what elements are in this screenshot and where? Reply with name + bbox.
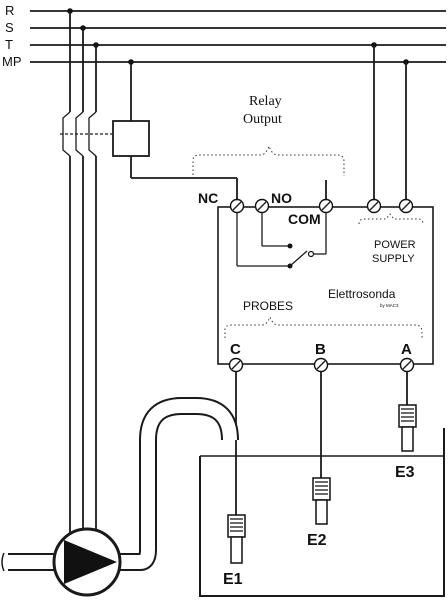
electrode-e2: E2 <box>307 477 331 549</box>
top-terminals: NC NO COM <box>198 190 414 227</box>
probes-text: PROBES <box>243 299 293 313</box>
electrode-label-e3: E3 <box>395 464 415 481</box>
relay-output-label: Relay Output <box>192 94 345 176</box>
terminal-power-1 <box>366 198 382 214</box>
probe-terminal-label-a: A <box>401 341 412 358</box>
terminal-no <box>254 198 270 214</box>
line-label-mp: MP <box>2 54 22 69</box>
line-label-t: T <box>5 37 13 52</box>
power-supply-label: POWER SUPPLY <box>358 213 424 265</box>
discharge-pipe <box>120 397 239 571</box>
motor-feed <box>60 11 112 541</box>
terminal-label-nc: NC <box>198 190 218 206</box>
power-supply-line2: SUPPLY <box>372 253 415 265</box>
relay-output-line2: Output <box>243 112 282 127</box>
power-supply-line1: POWER <box>374 239 416 251</box>
suction-pipe <box>1 552 60 572</box>
line-label-r: R <box>5 3 14 18</box>
probes-label: PROBES <box>224 299 423 338</box>
probe-terminals: C B A <box>228 341 415 373</box>
tank <box>199 428 445 597</box>
relay-contact <box>236 212 327 269</box>
terminal-c <box>228 357 244 373</box>
probe-terminal-label-b: B <box>315 341 326 358</box>
electrode-e1: E1 <box>223 514 246 588</box>
electrode-e3: E3 <box>395 404 417 481</box>
electrode-label-e1: E1 <box>223 571 243 588</box>
terminal-b <box>313 357 329 373</box>
terminal-power-2 <box>398 198 414 214</box>
relay-coil <box>112 62 238 203</box>
terminal-a <box>399 357 415 373</box>
terminal-nc <box>229 198 245 214</box>
terminal-label-no: NO <box>271 190 292 206</box>
brand-sub: by MAC3 <box>380 303 399 308</box>
pump-icon <box>52 527 122 597</box>
electrode-label-e2: E2 <box>307 532 327 549</box>
terminal-label-com: COM <box>288 211 321 227</box>
supply-lines: R S T MP <box>2 3 446 69</box>
line-label-s: S <box>5 20 14 35</box>
probe-terminal-label-c: C <box>230 341 241 358</box>
brand-name: Elettrosonda <box>328 287 396 301</box>
relay-output-line1: Relay <box>249 94 282 109</box>
terminal-com <box>318 198 334 214</box>
